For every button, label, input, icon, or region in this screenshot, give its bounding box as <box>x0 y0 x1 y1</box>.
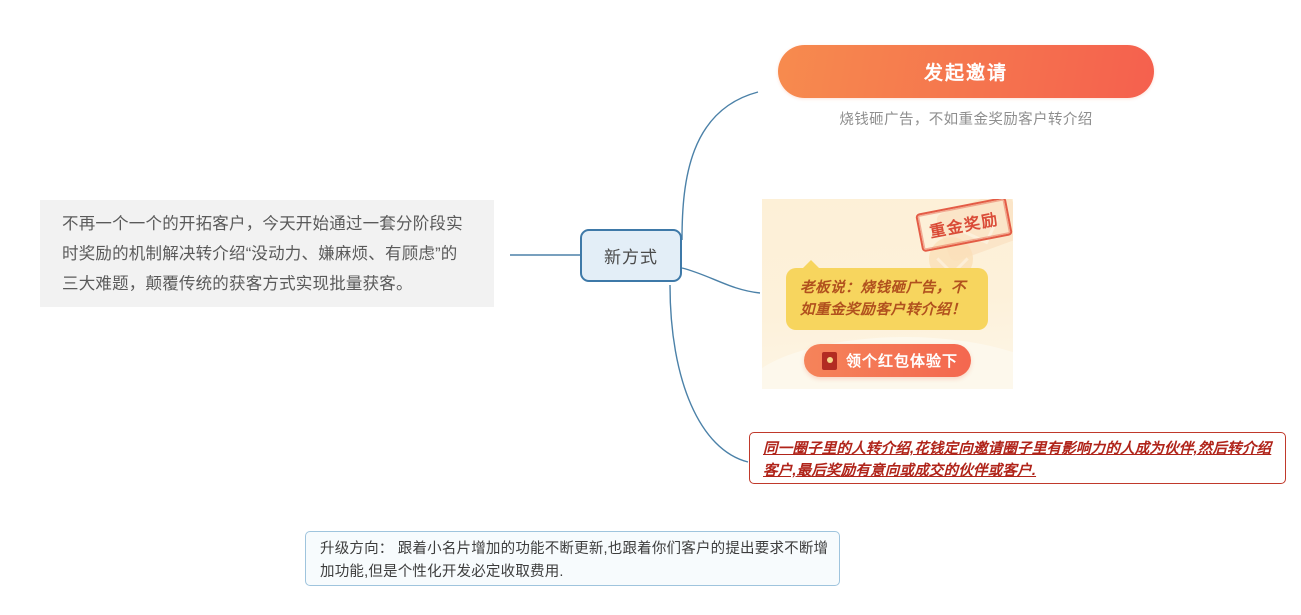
claim-redpacket-label: 领个红包体验下 <box>846 353 959 370</box>
left-description-text: 不再一个一个的开拓客户，今天开始通过一套分阶段实时奖励的机制解决转介绍“没动力、… <box>62 214 463 293</box>
speech-bubble-text: 老板说：烧钱砸广告，不如重金奖励客户转介绍！ <box>800 280 967 318</box>
invite-button[interactable]: 发起邀请 <box>778 45 1154 98</box>
claim-redpacket-button[interactable]: 领个红包体验下 <box>804 344 971 377</box>
red-highlight-note-text: 同一圈子里的人转介绍,花钱定向邀请圈子里有影响力的人成为伙伴,然后转介绍客户,最… <box>763 441 1272 479</box>
upgrade-direction-text: 升级方向： 跟着小名片增加的功能不断更新,也跟着你们客户的提出要求不断增加功能,… <box>320 541 829 580</box>
center-node[interactable]: 新方式 <box>580 229 682 282</box>
center-node-label: 新方式 <box>604 248 658 267</box>
connector-branch-invite <box>681 91 759 241</box>
upgrade-direction-note: 升级方向： 跟着小名片增加的功能不断更新,也跟着你们客户的提出要求不断增加功能,… <box>305 531 840 586</box>
invite-button-label: 发起邀请 <box>923 63 1008 84</box>
invite-caption: 烧钱砸广告，不如重金奖励客户转介绍 <box>839 112 1093 128</box>
connector-branch-card <box>681 267 761 294</box>
left-description-note: 不再一个一个的开拓客户，今天开始通过一套分阶段实时奖励的机制解决转介绍“没动力、… <box>40 200 494 307</box>
red-highlight-note: 同一圈子里的人转介绍,花钱定向邀请圈子里有影响力的人成为伙伴,然后转介绍客户,最… <box>749 432 1286 484</box>
speech-bubble: 老板说：烧钱砸广告，不如重金奖励客户转介绍！ <box>786 260 988 330</box>
promo-card[interactable]: 重金奖励 老板说：烧钱砸广告，不如重金奖励客户转介绍！ 领个红包体验下 <box>762 199 1013 389</box>
red-packet-icon <box>822 351 837 370</box>
connector-branch-note <box>669 284 749 463</box>
